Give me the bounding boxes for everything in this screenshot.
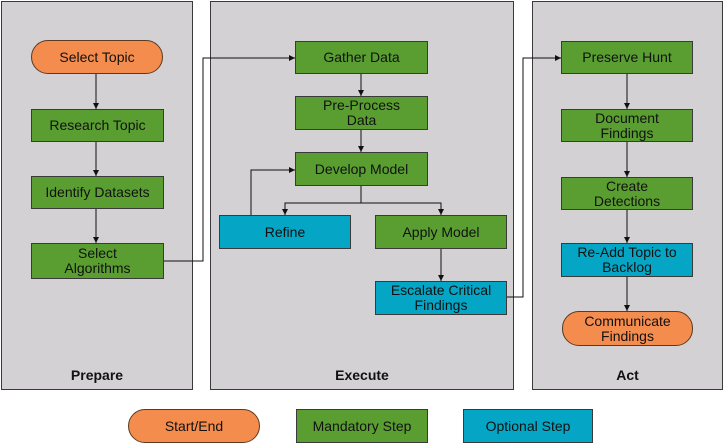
node-escalate-critical-findings: Escalate Critical Findings <box>375 281 507 315</box>
node-preserve-hunt: Preserve Hunt <box>561 41 693 74</box>
node-identify-datasets: Identify Datasets <box>31 176 164 209</box>
lane-title-execute: Execute <box>335 367 389 383</box>
node-refine: Refine <box>219 215 351 249</box>
node-gather-data: Gather Data <box>295 41 428 74</box>
node-select-topic: Select Topic <box>31 40 163 74</box>
node-communicate-findings: Communicate Findings <box>562 311 693 346</box>
node-research-topic: Research Topic <box>31 109 164 142</box>
node-apply-model: Apply Model <box>375 215 507 249</box>
legend-mandatory-step: Mandatory Step <box>296 409 428 443</box>
legend-optional-step: Optional Step <box>463 409 593 443</box>
lane-title-act: Act <box>616 367 639 383</box>
node-readd-topic-to-backlog: Re-Add Topic to Backlog <box>561 243 693 277</box>
node-preprocess-data: Pre-Process Data <box>295 96 428 130</box>
node-create-detections: Create Detections <box>561 177 693 210</box>
legend-start-end: Start/End <box>128 409 260 443</box>
lane-title-prepare: Prepare <box>70 367 124 383</box>
node-document-findings: Document Findings <box>561 109 693 142</box>
node-select-algorithms: Select Algorithms <box>31 243 164 279</box>
node-develop-model: Develop Model <box>295 152 428 186</box>
